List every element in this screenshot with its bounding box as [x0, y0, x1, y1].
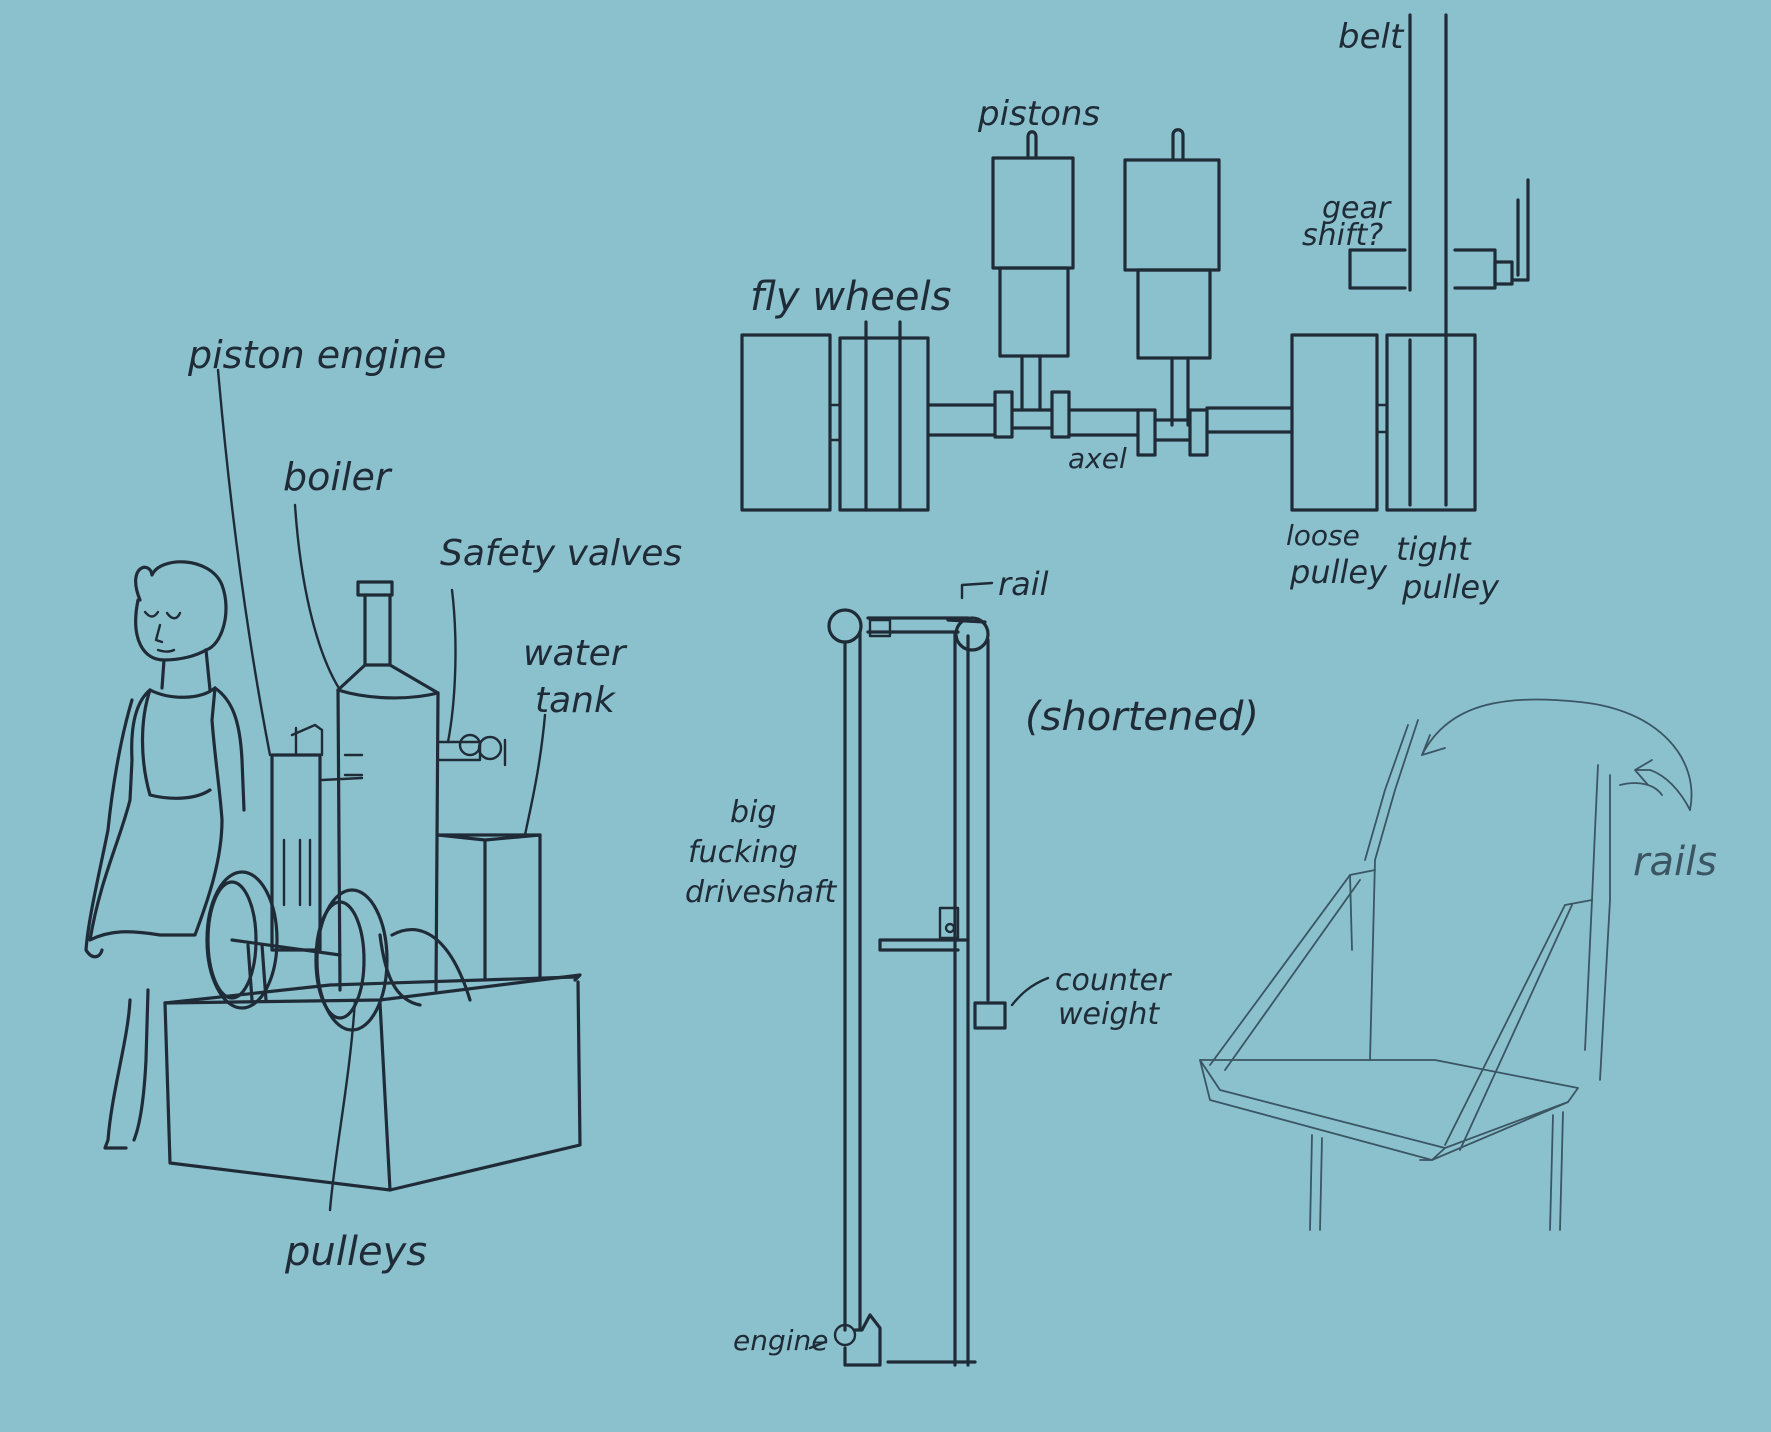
rails-label: rails [1633, 839, 1717, 885]
engine-leaders [216, 368, 547, 1212]
counter-label: counter [1055, 963, 1172, 998]
pistons-label: pistons [977, 94, 1100, 134]
chair-sketch: rails [1199, 698, 1717, 1231]
piston-engine [270, 723, 364, 952]
engine-table [163, 973, 582, 1192]
loose-pulley-label: pulley [1289, 553, 1388, 591]
axel [926, 390, 1294, 457]
shaft-engine [833, 1313, 882, 1367]
loose-label: loose [1286, 519, 1360, 552]
engine-sketch: piston engine boiler Safety valves water… [84, 333, 682, 1275]
safety-valves [436, 733, 507, 767]
piston-engine-label: piston engine [187, 333, 446, 377]
top-left-pulley [827, 608, 863, 644]
rail-label: rail [998, 565, 1049, 603]
tank-label: tank [535, 680, 617, 721]
boiler [336, 580, 440, 992]
person-figure [84, 560, 246, 1150]
water-label: water [523, 633, 628, 674]
fly-wheels-label: fly wheels [750, 274, 951, 320]
gear-shift [1348, 178, 1530, 290]
engine-pulleys [205, 870, 472, 1032]
tight-pulley [1375, 333, 1477, 512]
weight-label: weight [1058, 997, 1160, 1032]
tight-label: tight [1396, 530, 1472, 568]
gear-label: gear [1322, 191, 1392, 226]
counterweight [973, 1001, 1007, 1030]
engine-label: engine [733, 1324, 829, 1357]
safety-valves-label: Safety valves [440, 533, 682, 574]
shaft-diagram: rail (shortened) big fucking driveshaft … [685, 565, 1259, 1367]
shortened-label: (shortened) [1025, 694, 1259, 740]
piston-1 [991, 130, 1075, 412]
flywheel-left [740, 320, 930, 512]
drivetrain-diagram: belt pistons gear shift? fly wheels axel… [740, 13, 1530, 606]
tight-pulley-label: pulley [1401, 568, 1500, 606]
shift-label: shift? [1302, 218, 1383, 253]
water-tank [436, 833, 542, 982]
boiler-label: boiler [283, 455, 393, 499]
axel-label: axel [1068, 442, 1127, 475]
fucking-label: fucking [688, 835, 798, 870]
belt-label: belt [1338, 17, 1405, 57]
driveshaft-label: driveshaft [685, 875, 838, 910]
pulleys-label: pulleys [284, 1229, 427, 1275]
belt [1408, 13, 1448, 507]
rail-arrow [1421, 698, 1693, 811]
piston-2 [1123, 128, 1221, 427]
loose-pulley [1290, 333, 1379, 512]
big-label: big [730, 795, 776, 830]
